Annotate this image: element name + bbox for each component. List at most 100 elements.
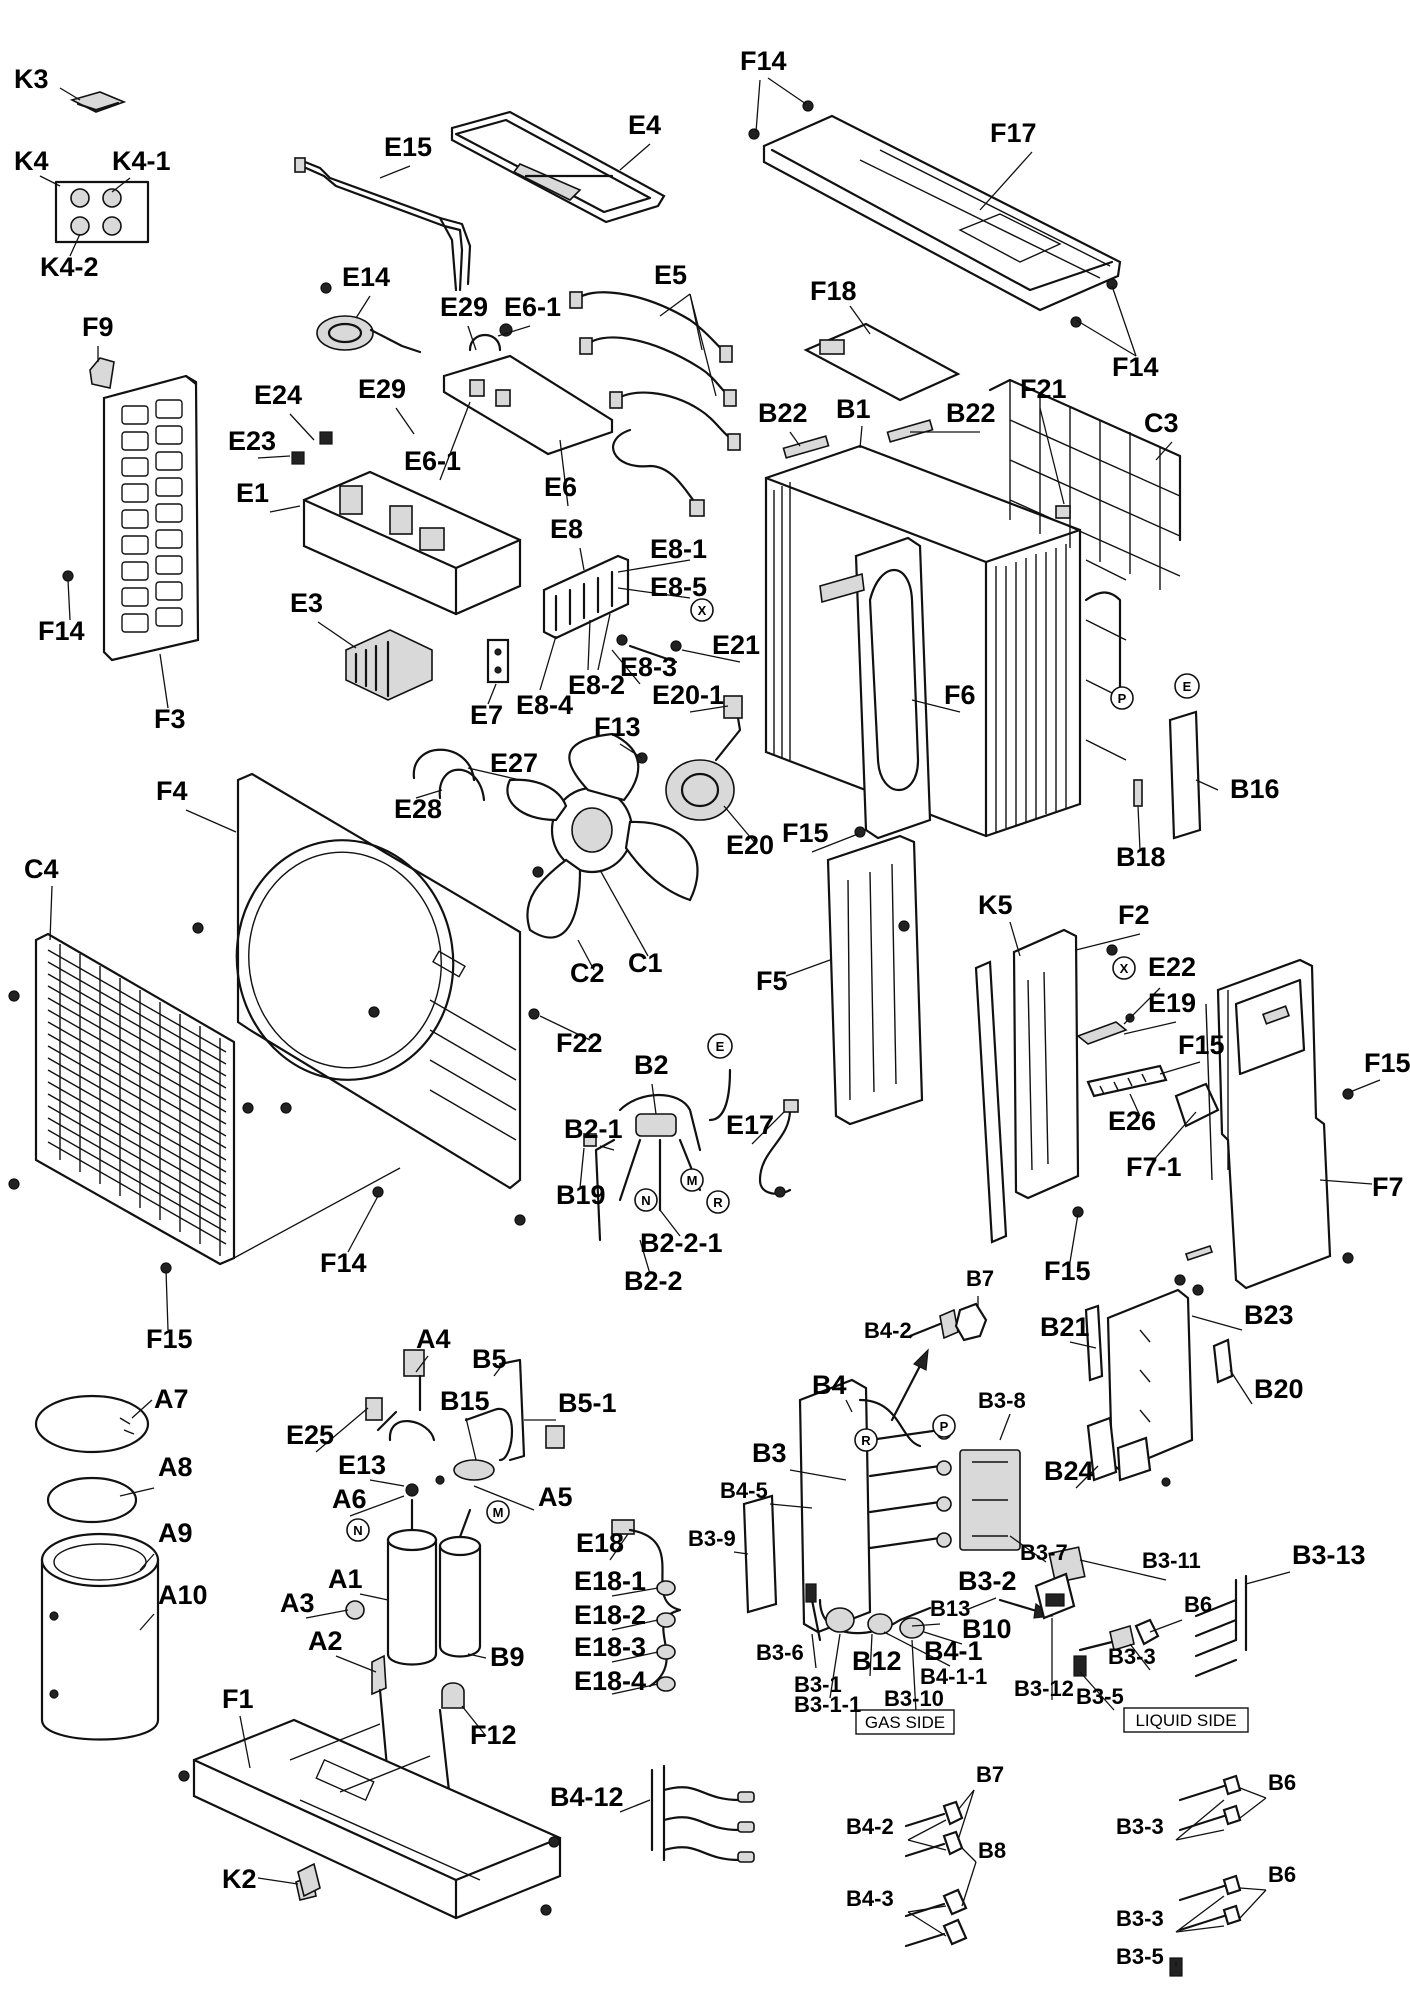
leader-line <box>369 1479 405 1487</box>
svg-text:LIQUID SIDE: LIQUID SIDE <box>1135 1711 1236 1730</box>
leader-line <box>751 1111 785 1145</box>
leader-line <box>139 1613 155 1631</box>
label-b3-2: B3-2 <box>958 1566 1017 1596</box>
label-b22a: B22 <box>758 398 808 428</box>
leader-line <box>1129 1643 1151 1671</box>
part-f5-panel <box>826 834 924 1126</box>
label-b3-5b: B3-5 <box>1116 1944 1164 1969</box>
label-b21: B21 <box>1040 1312 1090 1342</box>
label-b9: B9 <box>490 1642 525 1672</box>
leader-line <box>559 439 569 507</box>
label-b3-3a: B3-3 <box>1108 1644 1156 1669</box>
leader-line <box>1349 1079 1381 1093</box>
svg-text:R: R <box>861 1433 871 1448</box>
label-c2: C2 <box>570 958 605 988</box>
gas-side-box: GAS SIDE <box>855 1709 955 1735</box>
label-b3-13: B3-13 <box>1292 1540 1366 1570</box>
label-e20: E20 <box>726 830 774 860</box>
label-b3: B3 <box>752 1438 787 1468</box>
leader-line <box>611 1651 659 1663</box>
label-a5: A5 <box>538 1482 573 1512</box>
leader-line <box>957 1789 975 1811</box>
leader-line <box>473 1485 535 1511</box>
leader-line <box>619 1799 651 1813</box>
leader-line <box>611 649 641 685</box>
leader-line <box>1229 1369 1253 1405</box>
label-f1: F1 <box>222 1684 254 1714</box>
part-e4-cover <box>450 110 666 224</box>
label-e19: E19 <box>1148 988 1196 1018</box>
part-b4-2-flare-nut <box>908 1302 988 1342</box>
leader-line <box>49 885 53 941</box>
label-e18-4: E18-4 <box>574 1666 646 1696</box>
leader-line <box>1075 319 1137 357</box>
leader-line <box>1111 285 1137 357</box>
label-f22: F22 <box>556 1028 603 1058</box>
leader-lines <box>39 77 1381 1966</box>
label-b19: B19 <box>556 1180 606 1210</box>
label-b4: B4 <box>812 1370 847 1400</box>
leader-line <box>907 1911 947 1937</box>
leader-line <box>723 805 757 845</box>
leader-line <box>619 143 651 171</box>
part-e7-bracket <box>486 638 510 684</box>
label-b10: B10 <box>962 1614 1012 1644</box>
leader-line <box>907 1819 947 1841</box>
label-k4: K4 <box>14 146 49 176</box>
part-k5-insulator <box>974 960 1008 1244</box>
part-f2-bracket <box>1012 928 1118 1218</box>
leader-line <box>335 1655 377 1673</box>
leader-line <box>1075 1465 1099 1489</box>
label-k4-2: K4-2 <box>40 252 99 282</box>
marker-e-mid: E <box>707 1033 733 1059</box>
leader-line <box>1175 1895 1225 1933</box>
leader-line <box>439 401 471 481</box>
leader-line <box>379 165 411 179</box>
leader-line <box>1039 407 1065 505</box>
label-b3-3c: B3-3 <box>1116 1906 1164 1931</box>
part-b16-insulation <box>1168 710 1202 840</box>
label-b20: B20 <box>1254 1374 1304 1404</box>
label-e8-4: E8-4 <box>516 690 573 720</box>
label-e13: E13 <box>338 1450 386 1480</box>
part-a1-compressor <box>345 1349 565 1802</box>
part-b3-13-tubes <box>1194 1574 1248 1678</box>
leader-line <box>961 1847 977 1863</box>
marker-x-mid: X <box>1112 956 1136 980</box>
label-b7a: B7 <box>966 1266 994 1291</box>
label-e18-2: E18-2 <box>574 1600 646 1630</box>
label-f3: F3 <box>154 704 186 734</box>
marker-n-b2: N <box>634 1188 658 1212</box>
label-e6-1b: E6-1 <box>404 446 461 476</box>
leader-line <box>119 1487 155 1497</box>
leader-line <box>755 79 761 133</box>
part-e19-e22-terminal <box>1076 1013 1135 1045</box>
leader-line <box>681 649 741 663</box>
part-k3-clip <box>69 91 127 113</box>
marker-n-comp: N <box>346 1518 370 1542</box>
part-e18-sensor-harness <box>611 1519 682 1692</box>
part-f3-side-panel <box>62 374 200 662</box>
label-f4: F4 <box>156 776 188 806</box>
marker-e-right: E <box>1174 673 1200 699</box>
leader-line <box>577 939 595 971</box>
leader-line <box>1079 1559 1167 1581</box>
label-a10: A10 <box>158 1580 208 1610</box>
label-f2: F2 <box>1118 900 1150 930</box>
part-e1-control-box <box>291 431 522 616</box>
leader-line <box>1009 1535 1047 1563</box>
leader-line <box>1175 1829 1225 1841</box>
leader-line <box>359 1593 389 1601</box>
leader-line <box>599 1145 615 1151</box>
label-a9: A9 <box>158 1518 193 1548</box>
label-b15: B15 <box>440 1386 490 1416</box>
label-k3: K3 <box>14 64 49 94</box>
leader-line <box>689 293 717 397</box>
marker-r-valve: R <box>854 1428 878 1452</box>
label-f14d: F14 <box>320 1248 367 1278</box>
part-b2-valve-assembly <box>583 1068 799 1242</box>
leader-line <box>611 1619 659 1631</box>
leader-line <box>1195 779 1219 791</box>
part-f7-1-cover <box>1174 1082 1220 1128</box>
